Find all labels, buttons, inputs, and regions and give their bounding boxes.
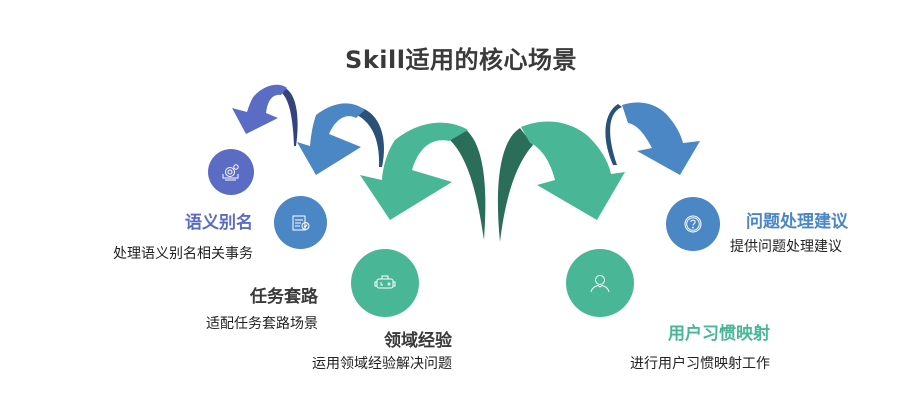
item-description-domain-experience: 运用领域经验解决问题 [312, 356, 452, 372]
arrow-green-right [497, 121, 625, 242]
item-heading-user-habit: 用户习惯映射 [668, 324, 770, 344]
item-heading-problem-advice: 问题处理建议 [746, 212, 848, 232]
icon-circle-domain-experience [351, 249, 419, 317]
diagram-title: Skill适用的核心场景 [345, 46, 577, 74]
settings-machine-icon [222, 164, 239, 181]
checklist-icon [292, 215, 309, 230]
item-description-task-routine: 适配任务套路场景 [206, 316, 318, 332]
item-description-user-habit: 进行用户习惯映射工作 [630, 356, 770, 372]
arrow-blue-left [297, 103, 384, 175]
icon-circle-problem-advice [666, 197, 720, 251]
question-icon [684, 215, 702, 233]
icon-circle-semantic-alias [208, 149, 254, 195]
item-heading-domain-experience: 领域经验 [384, 331, 452, 351]
item-description-problem-advice: 提供问题处理建议 [730, 239, 842, 255]
item-description-semantic-alias: 处理语义别名相关事务 [113, 246, 253, 262]
icon-circle-user-habit [566, 249, 634, 317]
user-icon [590, 275, 610, 293]
item-heading-task-routine: 任务套路 [250, 287, 318, 307]
arrow-blue-right [605, 102, 700, 175]
vr-headset-icon [374, 275, 396, 289]
arrow-green-left [360, 122, 486, 240]
item-heading-semantic-alias: 语义别名 [185, 213, 253, 233]
arrow-purple [232, 84, 298, 146]
icon-circle-task-routine [274, 196, 327, 249]
